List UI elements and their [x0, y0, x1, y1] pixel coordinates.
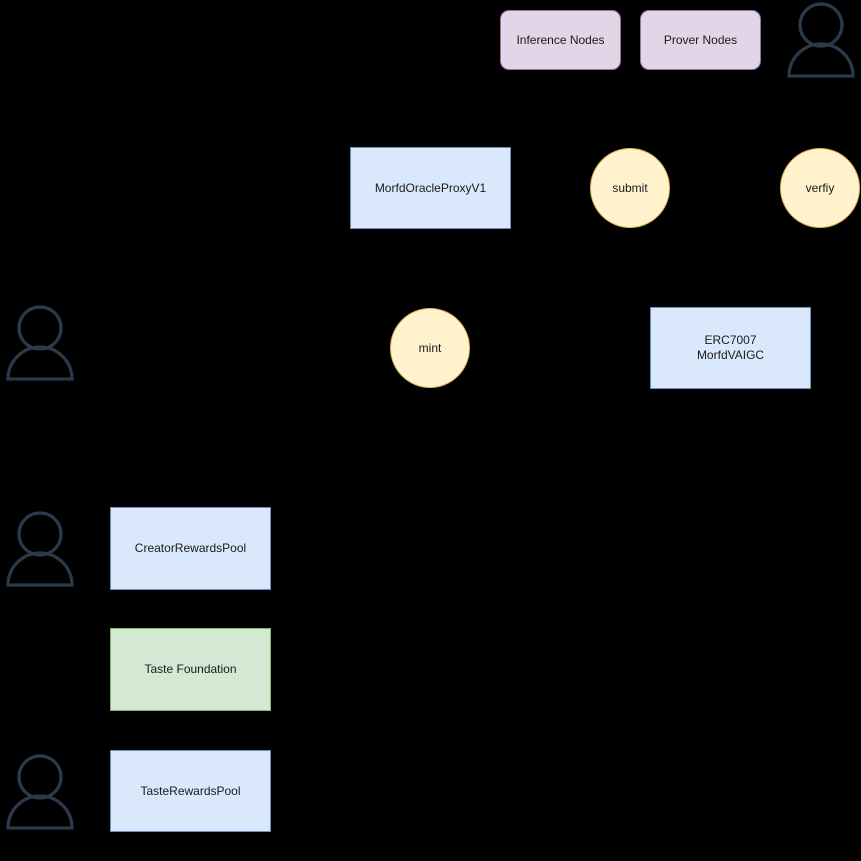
prover-nodes-box[interactable]: Prover Nodes	[640, 10, 761, 70]
actor-icon-left-upper	[6, 305, 74, 381]
creator-rewards-pool-box[interactable]: CreatorRewardsPool	[110, 507, 271, 590]
actor-icon-left-lower	[6, 754, 74, 830]
submit-label: submit	[612, 180, 648, 195]
verfiy-circle[interactable]: verfiy	[780, 148, 860, 228]
inference-nodes-label: Inference Nodes	[516, 32, 605, 47]
taste-rewards-pool-box[interactable]: TasteRewardsPool	[110, 750, 271, 832]
actor-icon-left-middle	[6, 511, 74, 587]
inference-nodes-box[interactable]: Inference Nodes	[500, 10, 621, 70]
erc7007-morfd-vaigc-box[interactable]: ERC7007 MorfdVAIGC	[650, 307, 811, 389]
morfd-oracle-proxy-v1-box[interactable]: MorfdOracleProxyV1	[350, 147, 511, 229]
taste-foundation-box[interactable]: Taste Foundation	[110, 628, 271, 711]
verfiy-label: verfiy	[805, 180, 835, 195]
submit-circle[interactable]: submit	[590, 148, 670, 228]
morfd-oracle-proxy-v1-label: MorfdOracleProxyV1	[374, 180, 487, 195]
taste-rewards-pool-label: TasteRewardsPool	[140, 783, 241, 798]
erc7007-morfd-vaigc-label: ERC7007 MorfdVAIGC	[696, 333, 765, 362]
actor-icon-top-right	[787, 2, 855, 78]
taste-foundation-label: Taste Foundation	[144, 662, 237, 676]
mint-label: mint	[418, 340, 442, 355]
creator-rewards-pool-label: CreatorRewardsPool	[134, 541, 247, 555]
prover-nodes-label: Prover Nodes	[663, 32, 738, 47]
mint-circle[interactable]: mint	[390, 308, 470, 388]
